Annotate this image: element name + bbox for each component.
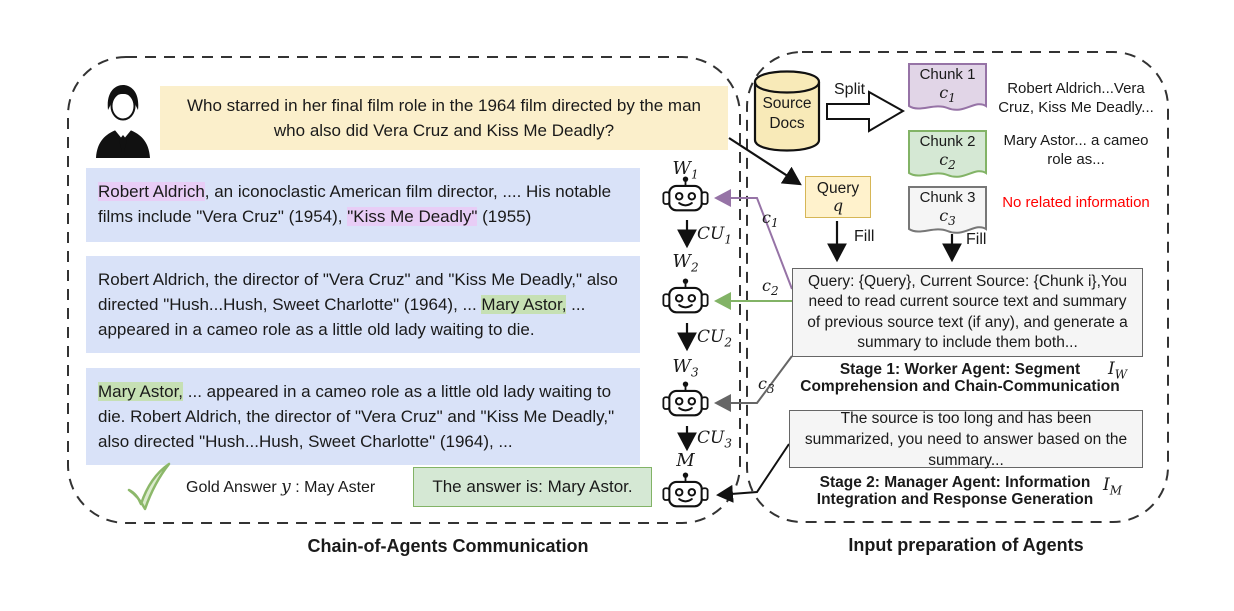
question-text: Who starred in her final film role in th… [186, 96, 702, 140]
highlighted-entity: Mary Astor, [481, 295, 567, 314]
chunk1-document: Chunk 1 c1 [907, 62, 988, 120]
final-answer-text: The answer is: Mary Astor. [432, 477, 633, 496]
worker1-summary-passage: Robert Aldrich, an iconoclastic American… [86, 168, 640, 242]
left-panel-caption: Chain-of-Agents Communication [307, 536, 589, 556]
stage1-label: Stage 1: Worker Agent: Segment Comprehen… [800, 361, 1120, 395]
query-box-title: Query [816, 180, 860, 197]
check-icon [124, 461, 178, 511]
worker-prompt-text: Query: {Query}, Current Source: {Chunk i… [807, 272, 1128, 352]
worker3-label: W3 [672, 356, 699, 380]
chunk2-note: Mary Astor... a cameo role as... [1003, 132, 1149, 168]
passage-text: , an iconoclastic American film director… [98, 182, 612, 226]
worker3-summary-passage: Mary Astor, ... appeared in a cameo role… [86, 368, 640, 465]
highlighted-entity: "Kiss Me Deadly" [347, 207, 478, 226]
chunk2-variable: c2 [939, 150, 956, 173]
passage-text: ... appeared in a cameo role as a little… [98, 382, 615, 451]
gold-answer-suffix: : May Aster [290, 479, 376, 496]
worker1-robot-icon [662, 176, 709, 218]
chunk3-title: Chunk 3 [919, 189, 976, 206]
manager-robot-icon [662, 472, 709, 514]
chunk1-title: Chunk 1 [919, 66, 976, 83]
chunk3-variable: c3 [939, 206, 956, 229]
chunk3-document: Chunk 3 c3 [907, 185, 988, 243]
worker2-robot-icon [662, 278, 709, 320]
passage-text: ... appeared in a cameo role as a little… [98, 295, 586, 339]
cu3-label: CU3 [697, 428, 732, 451]
source-docs-cylinder: Source Docs [753, 70, 821, 152]
query-box: Query q [805, 176, 871, 218]
gold-answer-text: Gold Answer y : May Aster [186, 477, 375, 497]
source-docs-label: Source Docs [762, 95, 812, 132]
worker1-label: W1 [672, 158, 699, 182]
gold-answer-variable: y [281, 477, 291, 497]
user-person-icon [94, 84, 152, 158]
right-panel-caption: Input preparation of Agents [848, 535, 1084, 555]
chunk1-variable: c1 [939, 83, 956, 106]
c3-label: c3 [758, 374, 775, 397]
manager-input-arrow [716, 443, 790, 503]
query-variable: q [832, 196, 844, 215]
passage-text: (1955) [477, 207, 532, 226]
highlighted-entity: Mary Astor, [98, 382, 184, 401]
split-label: Split [834, 81, 866, 98]
manager-prompt-box: The source is too long and has been summ… [789, 409, 1143, 469]
c3-arrow [714, 355, 793, 412]
worker3-robot-icon [662, 381, 709, 423]
user-question-bubble: Who starred in her final film role in th… [160, 86, 728, 150]
fill-label-query: Fill [854, 228, 875, 245]
c2-label: c2 [762, 276, 779, 299]
final-answer-box: The answer is: Mary Astor. [413, 467, 652, 507]
worker-prompt-box: Query: {Query}, Current Source: {Chunk i… [792, 268, 1143, 357]
c1-label: c1 [762, 208, 779, 231]
manager-instruction-variable: IM [1103, 475, 1123, 498]
manager-prompt-text: The source is too long and has been summ… [804, 409, 1128, 469]
chunk2-document: Chunk 2 c2 [907, 129, 988, 187]
worker2-label: W2 [672, 251, 699, 275]
manager-label: M [676, 450, 695, 471]
fill-label-chunk: Fill [966, 231, 987, 248]
worker-instruction-variable: IW [1108, 359, 1128, 382]
worker2-summary-passage: Robert Aldrich, the director of "Vera Cr… [86, 256, 640, 353]
passage-text: Robert Aldrich, the director of "Vera Cr… [98, 270, 618, 314]
stage2-label: Stage 2: Manager Agent: Information Inte… [816, 474, 1094, 508]
gold-answer-prefix: Gold Answer [186, 479, 282, 496]
cu1-label: CU1 [697, 224, 732, 247]
highlighted-entity: Robert Aldrich [98, 182, 205, 201]
chunk2-title: Chunk 2 [919, 133, 976, 150]
chunk1-note: Robert Aldrich...Vera Cruz, Kiss Me Dead… [998, 80, 1154, 116]
cu2-label: CU2 [697, 327, 732, 350]
chunk3-note: No related information [1002, 194, 1150, 211]
